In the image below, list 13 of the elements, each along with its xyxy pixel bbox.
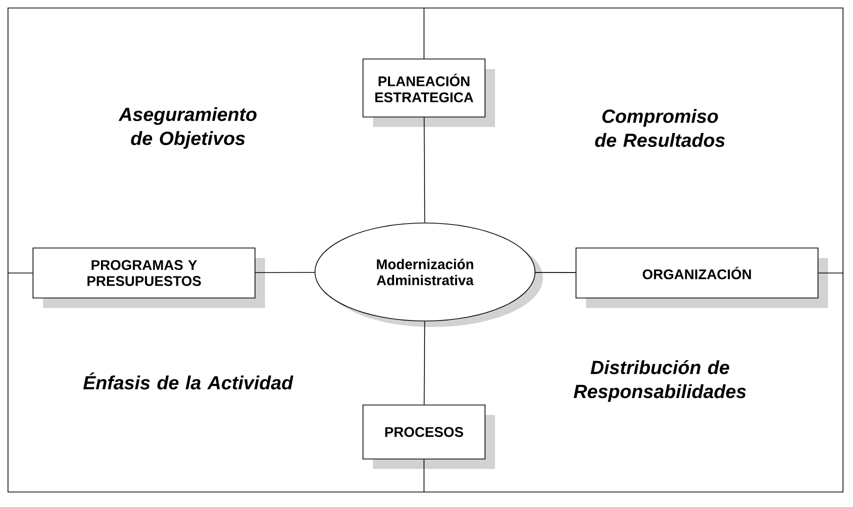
connector-line	[255, 272, 316, 273]
connector-line	[424, 117, 426, 223]
ellipse-node: Modernización Administrativa	[314, 222, 543, 327]
process-box: PROGRAMAS Y PRESUPUESTOS	[32, 248, 265, 308]
quadrant-label: Compromiso de Resultados	[595, 109, 725, 147]
quadrant-label: Distribución de Responsabilidades	[574, 360, 746, 402]
process-box: PLANEACIÓN ESTRATEGICA	[362, 58, 495, 127]
quadrant-label: Énfasis de la Actividad	[83, 372, 294, 390]
process-box: PROCESOS	[362, 404, 495, 469]
quadrant-label: Aseguramiento de Objetivos	[118, 107, 257, 149]
process-box: ORGANIZACIÓN	[576, 248, 828, 308]
connector-line	[424, 321, 426, 405]
connector-line	[535, 272, 576, 273]
